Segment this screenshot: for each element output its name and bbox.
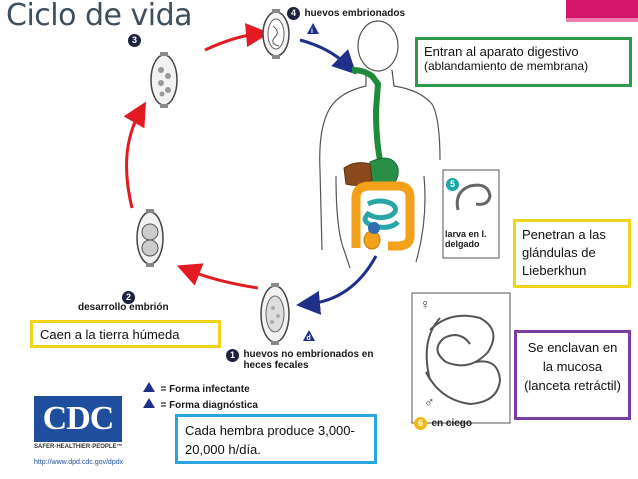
stage-4-number: 4 xyxy=(287,7,300,20)
liver xyxy=(343,162,373,186)
egg-stage-2 xyxy=(136,209,164,267)
accent-band-light xyxy=(566,18,638,22)
female-production-box: Cada hembra produce 3,000-20,000 h/día. xyxy=(175,414,377,464)
diagnostic-triangle-icon xyxy=(143,398,155,408)
stage-2-marker: 2 xyxy=(122,287,135,305)
infective-triangle-icon xyxy=(143,382,155,392)
stage-2-number: 2 xyxy=(122,291,135,304)
large-intestine xyxy=(351,181,415,251)
stage-2-text: desarrollo embrión xyxy=(78,302,169,313)
stage-5-number: 5 xyxy=(446,178,459,191)
legend-diagnostic-text: = Forma diagnóstica xyxy=(160,400,258,411)
digestive-box: Entran al aparato digestivo (ablandamien… xyxy=(415,37,632,87)
legend-infective: = Forma infectante xyxy=(143,379,250,397)
larva-worm xyxy=(455,183,492,211)
stage-1-number: 1 xyxy=(226,349,239,362)
cycle-arrow-3-to-4 xyxy=(204,23,270,52)
egg-stage-4 xyxy=(262,9,290,59)
stage-4-text: huevos embrionados xyxy=(304,8,406,19)
male-symbol: ♂ xyxy=(424,394,435,410)
digestive-box-line1: Entran al aparato digestivo xyxy=(424,44,579,59)
accent-band xyxy=(566,0,638,18)
cycle-arrow-1-to-2 xyxy=(176,263,259,290)
stage-6-label: 6 en ciego xyxy=(414,413,472,431)
stage-5-text: larva en I. delgado xyxy=(445,229,487,249)
egg-stage-3 xyxy=(150,52,178,108)
cdc-tagline: SAFER·HEALTHIER·PEOPLE™ xyxy=(34,444,123,450)
cdc-logo-text: CDC xyxy=(42,400,115,437)
cdc-url: http://www.dpd.cdc.gov/dpdx xyxy=(34,459,124,466)
diagnostic-marker-letter: d xyxy=(307,335,311,342)
egg-stage-1 xyxy=(260,283,290,345)
digestive-box-line2: (ablandamiento de membrana) xyxy=(424,59,589,73)
infective-marker-icon: i xyxy=(307,23,319,35)
stage-1-text: huevos no embrionados en heces fecales xyxy=(243,349,374,371)
stage-1-label: 1 huevos no embrionados en heces fecales xyxy=(226,349,386,373)
female-symbol: ♀ xyxy=(420,296,431,312)
cecum xyxy=(363,230,381,250)
cdc-logo: CDC xyxy=(34,396,122,442)
glands-box: Penetran a las glándulas de Lieberkhun xyxy=(513,219,631,288)
human-body xyxy=(319,20,441,269)
adult-worms xyxy=(425,314,502,406)
excretion-arrow xyxy=(296,255,378,315)
legend-infective-text: = Forma infectante xyxy=(160,384,250,395)
small-intestine xyxy=(362,198,400,230)
cycle-arrow-2-to-3 xyxy=(123,101,147,209)
stage-5-marker: 5 xyxy=(446,174,459,192)
soil-box: Caen a la tierra húmeda xyxy=(30,320,221,348)
stage-6-text: en ciego xyxy=(431,418,473,429)
page-title: Ciclo de vida xyxy=(6,0,193,33)
mucosa-box: Se enclavan en la mucosa (lanceta retrác… xyxy=(514,330,631,420)
stage-6-number: 6 xyxy=(414,417,427,430)
legend-diagnostic: = Forma diagnóstica xyxy=(143,395,258,413)
infective-marker-letter: i xyxy=(311,28,313,35)
stage-4-label: 4 huevos embrionados xyxy=(287,3,405,21)
diagnostic-marker-icon: d xyxy=(303,330,315,342)
esophagus xyxy=(351,67,383,161)
stage-3-label: 3 xyxy=(128,30,141,48)
ingestion-arrow xyxy=(299,38,357,75)
stage-3-number: 3 xyxy=(128,34,141,47)
